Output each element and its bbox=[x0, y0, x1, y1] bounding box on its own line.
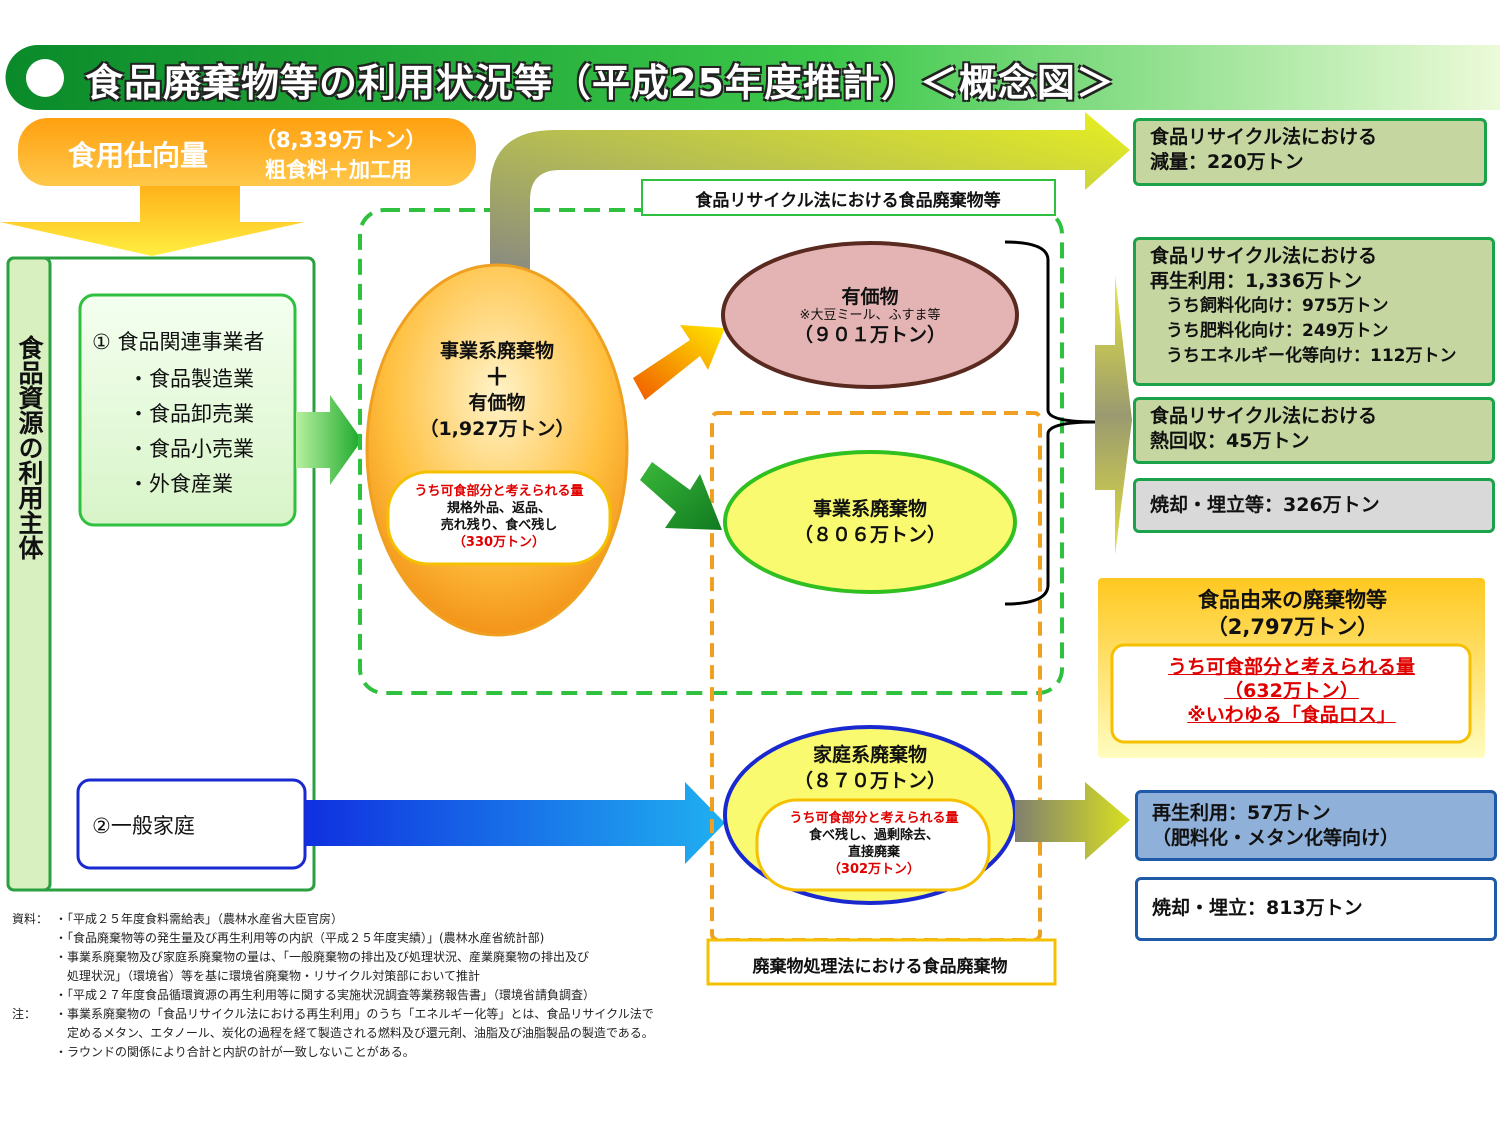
source-item: ・事業系廃棄物及び家庭系廃棄物の量は、「一般廃棄物の排出及び処理状況、産業廃棄物… bbox=[55, 950, 590, 964]
bracket bbox=[1004, 240, 1096, 606]
title: 事業系廃棄物 bbox=[812, 498, 927, 520]
amount: （2,797万トン） bbox=[1206, 615, 1379, 639]
line: 再生利用：57万トン bbox=[1152, 802, 1331, 824]
line: 有価物 bbox=[468, 392, 526, 414]
food-derived-text: 食品由来の廃棄物等 （2,797万トン） bbox=[1100, 587, 1485, 641]
valuables-arrow bbox=[633, 325, 725, 400]
note-item: ・ラウンドの関係により合計と内訳の計が一致しないことがある。 bbox=[55, 1045, 415, 1059]
bullet-icon bbox=[26, 59, 64, 97]
reuse-box: 食品リサイクル法における 再生利用：1,336万トン うち飼料化向け：975万ト… bbox=[1133, 237, 1495, 386]
line: うち肥料化向け：249万トン bbox=[1166, 321, 1389, 341]
supply-detail: 粗食料＋加工用 bbox=[265, 158, 412, 182]
title: 有価物 bbox=[841, 286, 899, 308]
reduction-arrow bbox=[490, 112, 1130, 270]
actors-heading: 食品資源の利用主体 bbox=[15, 335, 44, 560]
notes-label: 注： bbox=[12, 1007, 37, 1021]
business-total-ellipse bbox=[365, 263, 629, 637]
amount: （８７０万トン） bbox=[793, 770, 946, 792]
amount: （８０６万トン） bbox=[793, 524, 946, 546]
line: 減量：220万トン bbox=[1150, 151, 1304, 173]
valuables-text: 有価物 ※大豆ミール、ふすま等 （９０１万トン） bbox=[740, 286, 1000, 346]
page-title: 食品廃棄物等の利用状況等（平成25年度推計）＜概念図＞ bbox=[85, 61, 1115, 105]
business-edible: うち可食部分と考えられる量 規格外品、返品、 売れ残り、食べ残し （330万トン… bbox=[390, 483, 608, 551]
amount: （９０１万トン） bbox=[793, 324, 946, 346]
note-item: 定めるメタン、エタノール、炭化の過程を経て製造される燃料及び還元剤、油脂及び油脂… bbox=[55, 1026, 654, 1040]
edible-title: うち可食部分と考えられる量 bbox=[1167, 656, 1415, 678]
plus: ＋ bbox=[485, 363, 509, 391]
list-item: ・外食産業 bbox=[128, 472, 233, 496]
business-waste-ellipse bbox=[723, 450, 1017, 594]
reduction-box: 食品リサイクル法における 減量：220万トン bbox=[1133, 118, 1487, 186]
down-arrow bbox=[0, 186, 305, 256]
notes-list: ・事業系廃棄物の「食品リサイクル法における再生利用」のうち「エネルギー化等」とは… bbox=[55, 1005, 654, 1062]
line: 食品リサイクル法における bbox=[1150, 405, 1378, 427]
source-item: ・「平成２７年度食品循環資源の再生利用等に関する実施状況調査等業務報告書」（環境… bbox=[55, 988, 596, 1002]
amount: （1,927万トン） bbox=[419, 418, 575, 440]
household-output-arrow bbox=[1015, 782, 1130, 860]
edible-detail: 規格外品、返品、 bbox=[446, 501, 551, 516]
household-incineration-box: 焼却・埋立：813万トン bbox=[1135, 877, 1497, 941]
title-bar bbox=[5, 45, 1500, 110]
list-item: ・食品製造業 bbox=[128, 367, 254, 391]
business-box bbox=[78, 293, 297, 527]
edible-amount: （330万トン） bbox=[452, 535, 546, 550]
source-item: ・「平成２５年度食料需給表」（農林水産省大臣官房） bbox=[55, 912, 344, 926]
title: 食品由来の廃棄物等 bbox=[1198, 588, 1387, 612]
note-item: ・事業系廃棄物の「食品リサイクル法における再生利用」のうち「エネルギー化等」とは… bbox=[55, 1007, 654, 1021]
food-loss: ※いわゆる「食品ロス」 bbox=[1187, 704, 1396, 726]
household-edible: うち可食部分と考えられる量 食べ残し、過剰除去、 直接廃棄 （302万トン） bbox=[760, 810, 988, 878]
note: ※大豆ミール、ふすま等 bbox=[799, 308, 941, 323]
line: うちエネルギー化等向け：112万トン bbox=[1166, 346, 1457, 366]
supply-box bbox=[18, 118, 476, 186]
business-arrow bbox=[296, 395, 362, 485]
line: 熱回収：45万トン bbox=[1150, 430, 1310, 452]
household-waste-text: 家庭系廃棄物 （８７０万トン） bbox=[740, 742, 1000, 794]
business-title: ① 食品関連事業者 bbox=[92, 330, 265, 354]
edible-amount: （302万トン） bbox=[827, 862, 921, 877]
incineration-box: 焼却・埋立等：326万トン bbox=[1133, 478, 1495, 533]
line: 食品リサイクル法における bbox=[1150, 245, 1378, 267]
business-total-text: 事業系廃棄物 ＋ 有価物 （1,927万トン） bbox=[397, 338, 597, 442]
heat-box: 食品リサイクル法における 熱回収：45万トン bbox=[1133, 397, 1495, 464]
household-reuse-box: 再生利用：57万トン （肥料化・メタン化等向け） bbox=[1135, 790, 1497, 861]
source-item: ・「食品廃棄物等の発生量及び再生利用等の内訳（平成２５年度実績）」(農林水産省統… bbox=[55, 931, 545, 945]
waste-law-label: 廃棄物処理法における食品廃棄物 bbox=[752, 957, 1008, 977]
supply-amount: （8,339万トン） bbox=[255, 128, 427, 152]
sources-list: ・「平成２５年度食料需給表」（農林水産省大臣官房） ・「食品廃棄物等の発生量及び… bbox=[55, 910, 595, 1005]
household-label: ②一般家庭 bbox=[92, 814, 195, 838]
business-waste-text: 事業系廃棄物 （８０６万トン） bbox=[740, 496, 1000, 548]
list-item: ・食品小売業 bbox=[128, 437, 254, 461]
title: 家庭系廃棄物 bbox=[812, 744, 927, 766]
source-item: 処理状況」（環境省）等を基に環境省廃棄物・リサイクル対策部において推計 bbox=[55, 969, 481, 983]
line: 再生利用：1,336万トン bbox=[1150, 270, 1363, 292]
line: うち飼料化向け：975万トン bbox=[1166, 296, 1389, 316]
edible-detail: 直接廃棄 bbox=[847, 845, 900, 860]
household-arrow bbox=[305, 782, 725, 864]
recycle-law-label: 食品リサイクル法における食品廃棄物等 bbox=[695, 191, 1001, 211]
distribution-arrow bbox=[1095, 275, 1132, 555]
sources-label: 資料： bbox=[12, 912, 49, 926]
business-items: ・食品製造業 ・食品卸売業 ・食品小売業 ・外食産業 bbox=[128, 362, 254, 502]
line: 事業系廃棄物 bbox=[439, 340, 554, 362]
edible-detail: 食べ残し、過剰除去、 bbox=[808, 828, 939, 843]
line: 食品リサイクル法における bbox=[1150, 126, 1378, 148]
line: （肥料化・メタン化等向け） bbox=[1152, 827, 1400, 849]
edible-title: うち可食部分と考えられる量 bbox=[789, 811, 959, 826]
list-item: ・食品卸売業 bbox=[128, 402, 254, 426]
business-waste-arrow bbox=[640, 462, 722, 530]
food-loss-text: うち可食部分と考えられる量 （632万トン） ※いわゆる「食品ロス」 bbox=[1114, 655, 1469, 727]
valuables-ellipse bbox=[721, 241, 1019, 389]
edible-title: うち可食部分と考えられる量 bbox=[414, 484, 584, 499]
waste-law-region bbox=[710, 411, 1042, 942]
supply-label: 食用仕向量 bbox=[68, 139, 209, 172]
edible-amount: （632万トン） bbox=[1224, 680, 1359, 702]
edible-detail: 売れ残り、食べ残し bbox=[440, 518, 558, 533]
